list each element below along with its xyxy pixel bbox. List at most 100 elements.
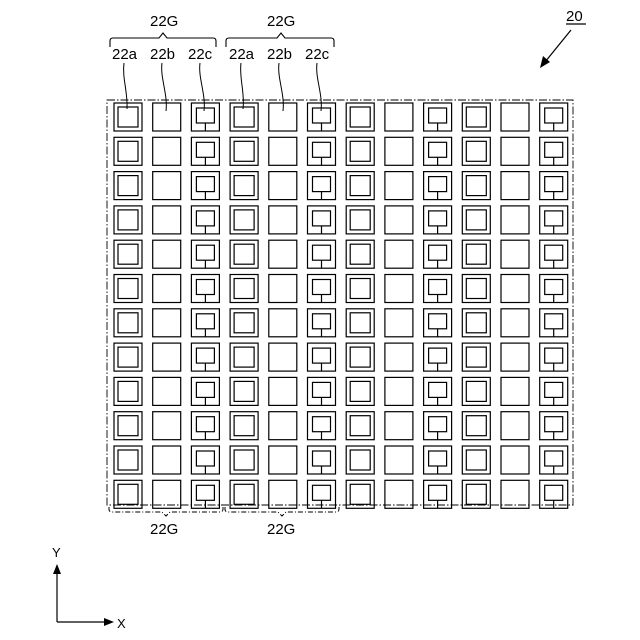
pixel-inner-square — [118, 416, 138, 436]
pixel-inner-square — [466, 244, 486, 264]
pixel-22c — [424, 137, 452, 165]
pixel-22b — [153, 343, 181, 371]
pixel-22a — [346, 275, 374, 303]
pixel-inner-square — [234, 416, 254, 436]
pixel-inner-pad — [313, 177, 331, 192]
pixel-22c — [191, 377, 219, 405]
pixel-22b — [269, 446, 297, 474]
pixel-label-22a-2: 22a — [229, 46, 255, 63]
pixel-22a — [230, 172, 258, 200]
pixel-outline — [501, 137, 529, 165]
pixel-inner-square — [350, 141, 370, 161]
pixel-outline — [385, 377, 413, 405]
pixel-label-22c-1: 22c — [188, 46, 213, 63]
pixel-inner-square — [118, 484, 138, 504]
pixel-outline — [385, 206, 413, 234]
pixel-inner-pad — [545, 280, 563, 295]
pixel-22a — [462, 103, 490, 131]
group-label-top-1: 22G — [150, 13, 178, 30]
pixel-inner-pad — [313, 417, 331, 432]
pixel-22c — [424, 377, 452, 405]
pixel-inner-square — [118, 210, 138, 230]
leader-22a-2 — [241, 63, 244, 109]
pixel-22a — [346, 172, 374, 200]
pixel-outline — [153, 240, 181, 268]
pixel-inner-pad — [429, 348, 447, 363]
pixel-label-22b-2: 22b — [267, 46, 292, 63]
pixel-22c — [191, 412, 219, 440]
pixel-22b — [269, 343, 297, 371]
pixel-inner-pad — [429, 211, 447, 226]
pixel-22c — [424, 412, 452, 440]
pixel-inner-square — [466, 176, 486, 196]
pixel-22a — [462, 343, 490, 371]
pixel-inner-pad — [196, 280, 214, 295]
pixel-inner-square — [466, 381, 486, 401]
pixel-22c — [308, 412, 336, 440]
pixel-outline — [153, 172, 181, 200]
pixel-inner-pad — [313, 451, 331, 466]
pixel-inner-pad — [196, 245, 214, 260]
pixel-outline — [269, 446, 297, 474]
pixel-inner-square — [234, 381, 254, 401]
pixel-inner-square — [466, 416, 486, 436]
pixel-inner-pad — [545, 177, 563, 192]
pixel-22c — [308, 172, 336, 200]
pixel-inner-pad — [196, 382, 214, 397]
pixel-outline — [153, 377, 181, 405]
pixel-22b — [269, 240, 297, 268]
pixel-inner-pad — [313, 211, 331, 226]
pixel-outline — [269, 275, 297, 303]
pixel-inner-pad — [545, 108, 563, 123]
pixel-inner-pad — [545, 314, 563, 329]
leader-22a-1 — [124, 63, 128, 109]
pixel-inner-square — [118, 176, 138, 196]
pixel-inner-pad — [313, 382, 331, 397]
pixel-inner-square — [234, 450, 254, 470]
pixel-22a — [114, 446, 142, 474]
pixel-22c — [191, 206, 219, 234]
pixel-22a — [346, 137, 374, 165]
pixel-inner-square — [350, 416, 370, 436]
pixel-22b — [385, 480, 413, 508]
pixel-22a — [462, 412, 490, 440]
pixel-inner-square — [350, 244, 370, 264]
pixel-22b — [153, 446, 181, 474]
pixel-22c — [191, 172, 219, 200]
pixel-22c — [191, 103, 219, 131]
pixel-22c — [540, 103, 568, 131]
pixel-outline — [269, 343, 297, 371]
pixel-22c — [540, 137, 568, 165]
pixel-22a — [346, 446, 374, 474]
pixel-22a — [346, 309, 374, 337]
pixel-22c — [191, 275, 219, 303]
pixel-22b — [385, 343, 413, 371]
pixel-22c — [308, 446, 336, 474]
pixel-22a — [462, 309, 490, 337]
pixel-inner-square — [118, 347, 138, 367]
pixel-22a — [114, 412, 142, 440]
group-brace-top-1 — [110, 33, 216, 47]
pixel-22b — [269, 412, 297, 440]
pixel-inner-pad — [313, 485, 331, 500]
pixel-22c — [424, 343, 452, 371]
pixel-22c — [308, 309, 336, 337]
pixel-22a — [114, 343, 142, 371]
pixel-22a — [230, 275, 258, 303]
pixel-outline — [153, 412, 181, 440]
pixel-22a — [462, 240, 490, 268]
pixel-outline — [501, 309, 529, 337]
pixel-inner-square — [350, 107, 370, 127]
pixel-inner-square — [466, 450, 486, 470]
pixel-outline — [269, 206, 297, 234]
pixel-inner-pad — [313, 142, 331, 157]
pixel-inner-pad — [196, 211, 214, 226]
pixel-22b — [269, 309, 297, 337]
pixel-22c — [424, 172, 452, 200]
pixel-22c — [308, 480, 336, 508]
pixel-inner-pad — [429, 280, 447, 295]
pixel-outline — [269, 480, 297, 508]
pixel-inner-square — [466, 347, 486, 367]
pixel-outline — [153, 480, 181, 508]
